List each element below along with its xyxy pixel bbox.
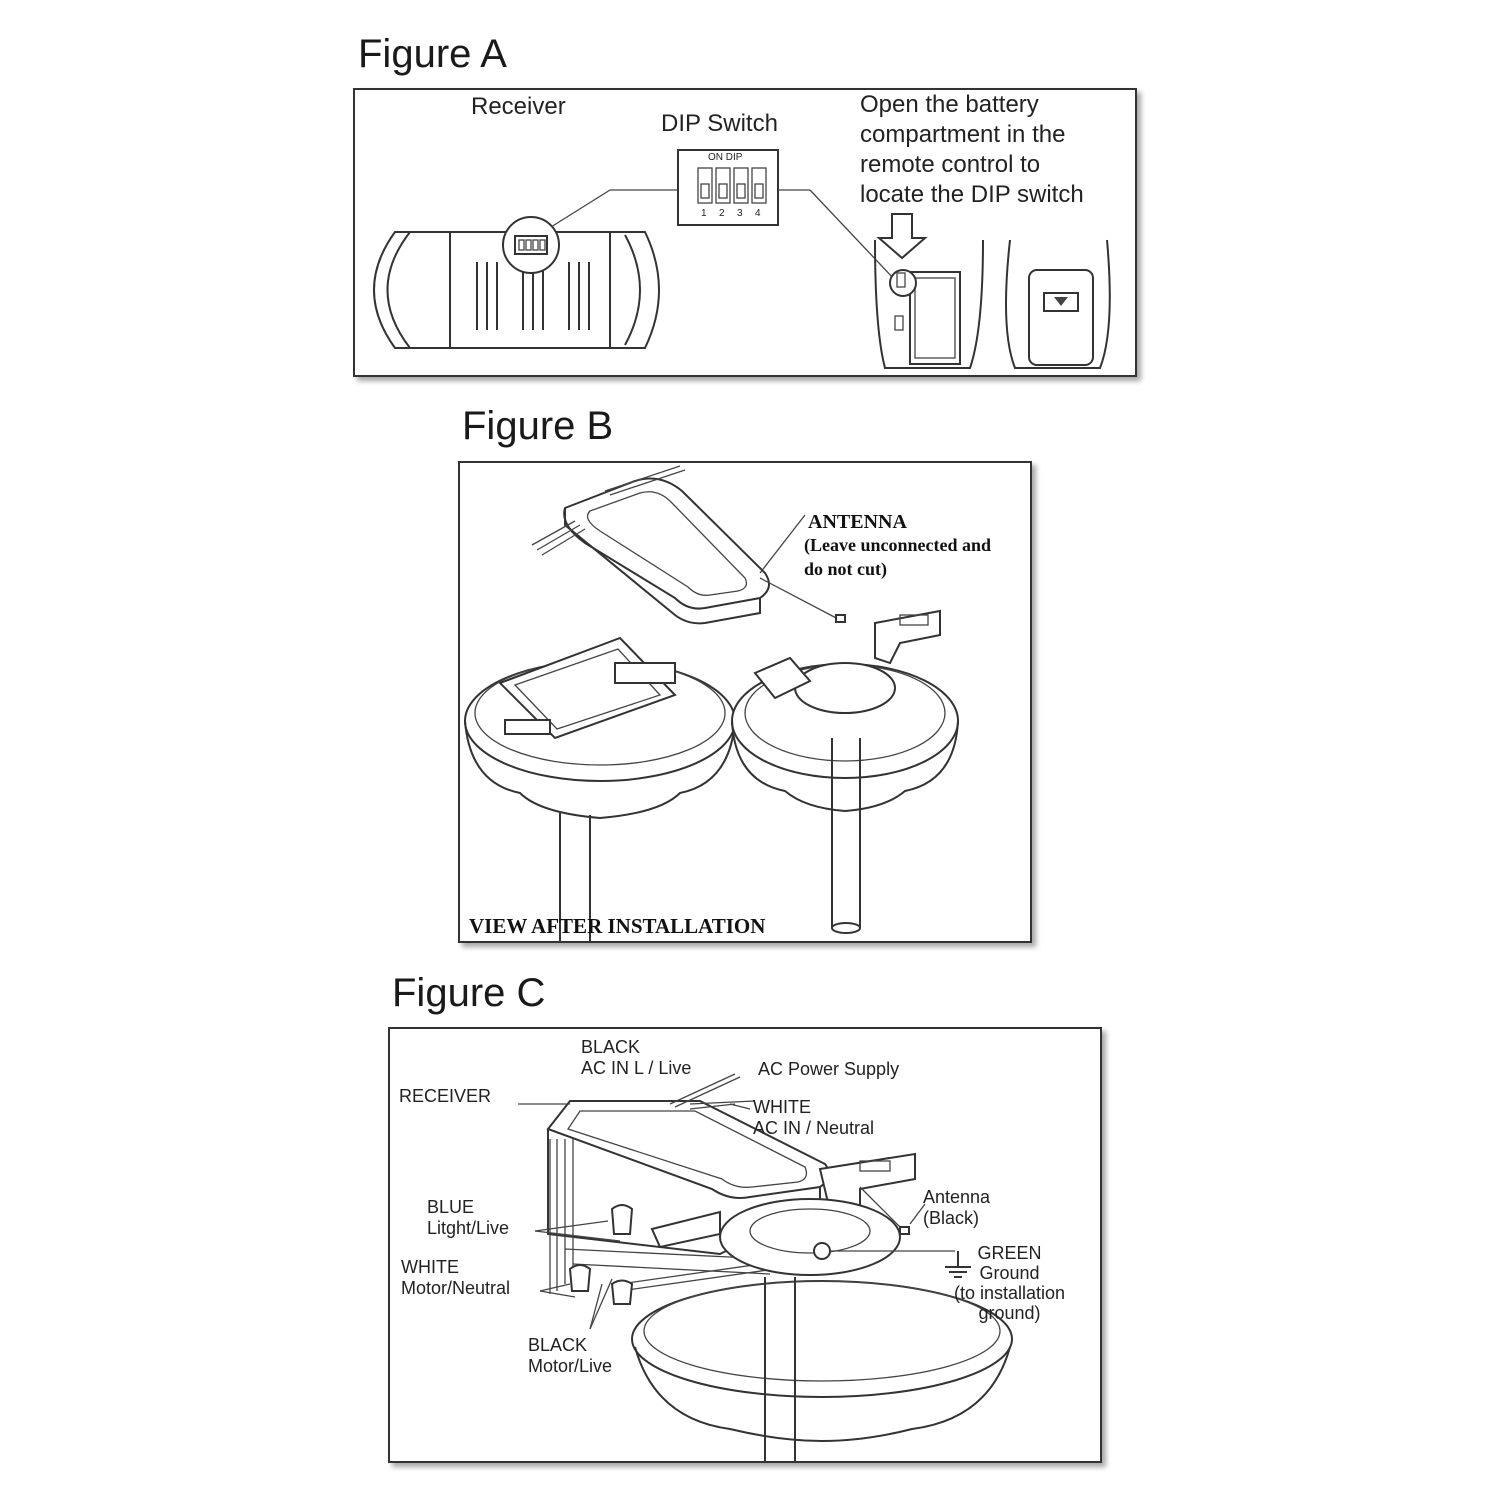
figure-c-panel: BLACK AC IN L / Live AC Power Supply REC… — [388, 1027, 1102, 1463]
installation-caption: VIEW AFTER INSTALLATION — [469, 914, 766, 938]
black-ac-live-label: BLACK AC IN L / Live — [581, 1037, 692, 1078]
dip-number-3: 3 — [737, 208, 743, 219]
connector-3 — [610, 1279, 634, 1305]
antenna-wire — [759, 577, 841, 621]
antenna-label: ANTENNA — [808, 511, 907, 533]
receiver-wires — [531, 465, 686, 556]
dip-number-2: 2 — [719, 208, 725, 219]
blue-light-live-label: BLUE Litght/Live — [427, 1197, 510, 1238]
receiver-body — [373, 231, 660, 349]
white-motor-neutral-label: WHITE Motor/Neutral — [401, 1257, 511, 1298]
green-ground-label: GREEN Ground (to installation ground) — [954, 1243, 1066, 1323]
crossbar-bracket — [650, 1210, 721, 1249]
figure-a-title: Figure A — [358, 32, 507, 76]
black-motor-live-label: BLACK Motor/Live — [528, 1335, 613, 1376]
figure-c-drawing — [518, 1073, 1013, 1461]
figure-a-panel: Receiver DIP Switch ON DIP 1 2 3 4 Open … — [353, 88, 1137, 377]
receiver-label: Receiver — [471, 93, 566, 120]
receiver-label: RECEIVER — [399, 1086, 492, 1106]
down-arrow-icon — [876, 213, 928, 260]
figure-c-title: Figure C — [392, 971, 546, 1015]
receiver-vents — [476, 262, 590, 330]
receiver-left-cap — [386, 231, 411, 349]
dip-number-4: 4 — [755, 208, 761, 219]
white-ac-neutral-label: WHITE AC IN / Neutral — [753, 1097, 875, 1138]
battery-instruction: Open the battery compartment in the remo… — [860, 91, 1084, 208]
antenna-wire — [859, 1186, 903, 1230]
antenna-note: (Leave unconnected and do not cut) — [804, 535, 992, 579]
figure-b-panel: ANTENNA (Leave unconnected and do not cu… — [458, 461, 1032, 943]
connector-1 — [610, 1204, 634, 1235]
remote-control-open — [874, 239, 984, 369]
antenna-black-label: Antenna (Black) — [923, 1187, 991, 1228]
receiver-box — [546, 1100, 830, 1199]
dip-switch-label: DIP Switch — [661, 110, 778, 137]
figure-b-drawing — [464, 465, 959, 941]
receiver-ac-wires — [669, 1073, 756, 1108]
dip-number-1: 1 — [701, 208, 707, 219]
connector-2 — [568, 1264, 592, 1292]
figure-a-drawing — [373, 149, 1111, 369]
dip-header-label: ON DIP — [708, 152, 743, 163]
figure-b-title: Figure B — [462, 404, 614, 448]
mounting-bracket — [874, 609, 941, 665]
ground-icon — [945, 1251, 971, 1278]
remote-control-closed — [1005, 239, 1111, 369]
dip-switch-block — [677, 149, 779, 226]
ac-power-supply-label: AC Power Supply — [758, 1059, 900, 1079]
